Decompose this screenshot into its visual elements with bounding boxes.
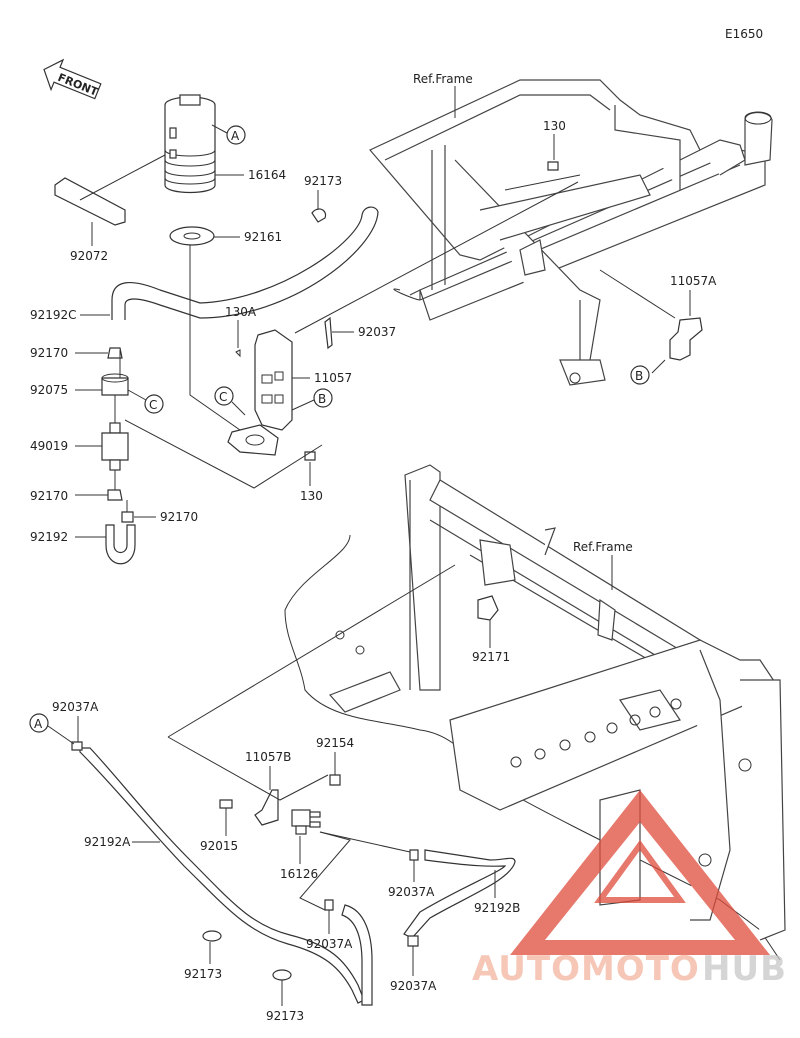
label-130A: 130A [225, 305, 257, 319]
reference-lines-lower [167, 564, 456, 911]
hose-lower [341, 904, 373, 1006]
marker-C-mid: C [214, 386, 234, 406]
label-92173-left: 92173 [184, 967, 222, 981]
upper-frame-drawing [369, 79, 773, 386]
ref-frame-top-label: Ref.Frame [413, 72, 473, 86]
washer-92161 [169, 226, 215, 246]
svg-text:A: A [231, 129, 240, 143]
label-92037A-top: 92037A [52, 700, 99, 714]
clamp-92037A-bottom [407, 935, 419, 947]
svg-text:B: B [318, 392, 326, 406]
label-11057A: 11057A [670, 274, 717, 288]
label-92075: 92075 [30, 383, 68, 397]
bolt-92154 [329, 774, 341, 786]
watermark-text-2: HUB [702, 949, 787, 989]
front-direction-arrow: FRONT [43, 58, 102, 100]
hose-92192A [79, 747, 365, 1004]
label-92192B: 92192B [474, 901, 520, 915]
clip-92170-b [107, 489, 123, 501]
watermark-text-1: AUTOMOTO [472, 949, 700, 989]
label-92037: 92037 [358, 325, 396, 339]
label-92072: 92072 [70, 249, 108, 263]
pin-92037 [324, 316, 333, 350]
bracket-11057B [254, 789, 279, 826]
leader-92072 [79, 154, 166, 201]
label-92154: 92154 [316, 736, 354, 750]
grommet-92171 [477, 595, 499, 621]
watermark: AUTOMOTO HUB [472, 790, 787, 989]
label-92037A-mid: 92037A [388, 885, 435, 899]
clamp-92173-left [202, 930, 222, 942]
label-92170-b: 92170 [30, 489, 68, 503]
svg-text:B: B [635, 369, 643, 383]
diagram-code: E1650 [725, 27, 763, 41]
label-11057: 11057 [314, 371, 352, 385]
marker-A-bottom: A [29, 713, 49, 733]
label-130-top: 130 [543, 119, 566, 133]
label-92192: 92192 [30, 530, 68, 544]
clamp-92037A-top [71, 741, 83, 751]
bracket-11057A [669, 317, 703, 361]
clamp-92037A-low [324, 899, 334, 911]
filter-49019 [101, 422, 129, 471]
label-92192C: 92192C [30, 308, 77, 322]
label-49019: 49019 [30, 439, 68, 453]
clip-92170-c [121, 511, 134, 523]
clip-92170-a [107, 347, 123, 359]
label-92192A: 92192A [84, 835, 131, 849]
label-92170-c: 92170 [160, 510, 198, 524]
marker-B-right: B [630, 365, 650, 385]
label-11057B: 11057B [245, 750, 291, 764]
label-130-bottom: 130 [300, 489, 323, 503]
label-92171: 92171 [472, 650, 510, 664]
clamp-92037A-mid [409, 849, 419, 861]
svg-text:C: C [219, 390, 227, 404]
marker-A-top: A [226, 125, 246, 145]
ref-frame-bottom-label: Ref.Frame [573, 540, 633, 554]
label-92161: 92161 [244, 230, 282, 244]
svg-text:C: C [149, 398, 157, 412]
svg-text:A: A [34, 717, 43, 731]
strap-92072 [54, 177, 126, 226]
bolt-130A [235, 349, 241, 358]
bolt-130-bottom [304, 451, 316, 461]
label-92170-a: 92170 [30, 346, 68, 360]
clip-92015 [219, 799, 233, 809]
lower-frame-drawing [284, 464, 786, 961]
label-16164: 16164 [248, 168, 286, 182]
bracket-11057 [227, 329, 293, 456]
bolt-130-top [547, 161, 559, 171]
hose-92192C [111, 206, 379, 320]
label-92037A-bottom: 92037A [390, 979, 437, 993]
label-92173-bottom: 92173 [266, 1009, 304, 1023]
marker-B-mid: B [313, 388, 333, 408]
label-92015: 92015 [200, 839, 238, 853]
label-92037A-low: 92037A [306, 937, 353, 951]
label-92173-top: 92173 [304, 174, 342, 188]
label-16126: 16126 [280, 867, 318, 881]
valve-16126 [291, 809, 321, 835]
clamp-92173-top [311, 208, 327, 223]
watermark-triangle [510, 790, 770, 955]
reference-lines-upper [114, 181, 676, 512]
collar-92075 [101, 377, 129, 396]
hose-92192 [105, 524, 136, 565]
marker-C-left: C [144, 394, 164, 414]
clamp-92173-bottom [272, 969, 292, 981]
canister-16164 [164, 94, 216, 194]
